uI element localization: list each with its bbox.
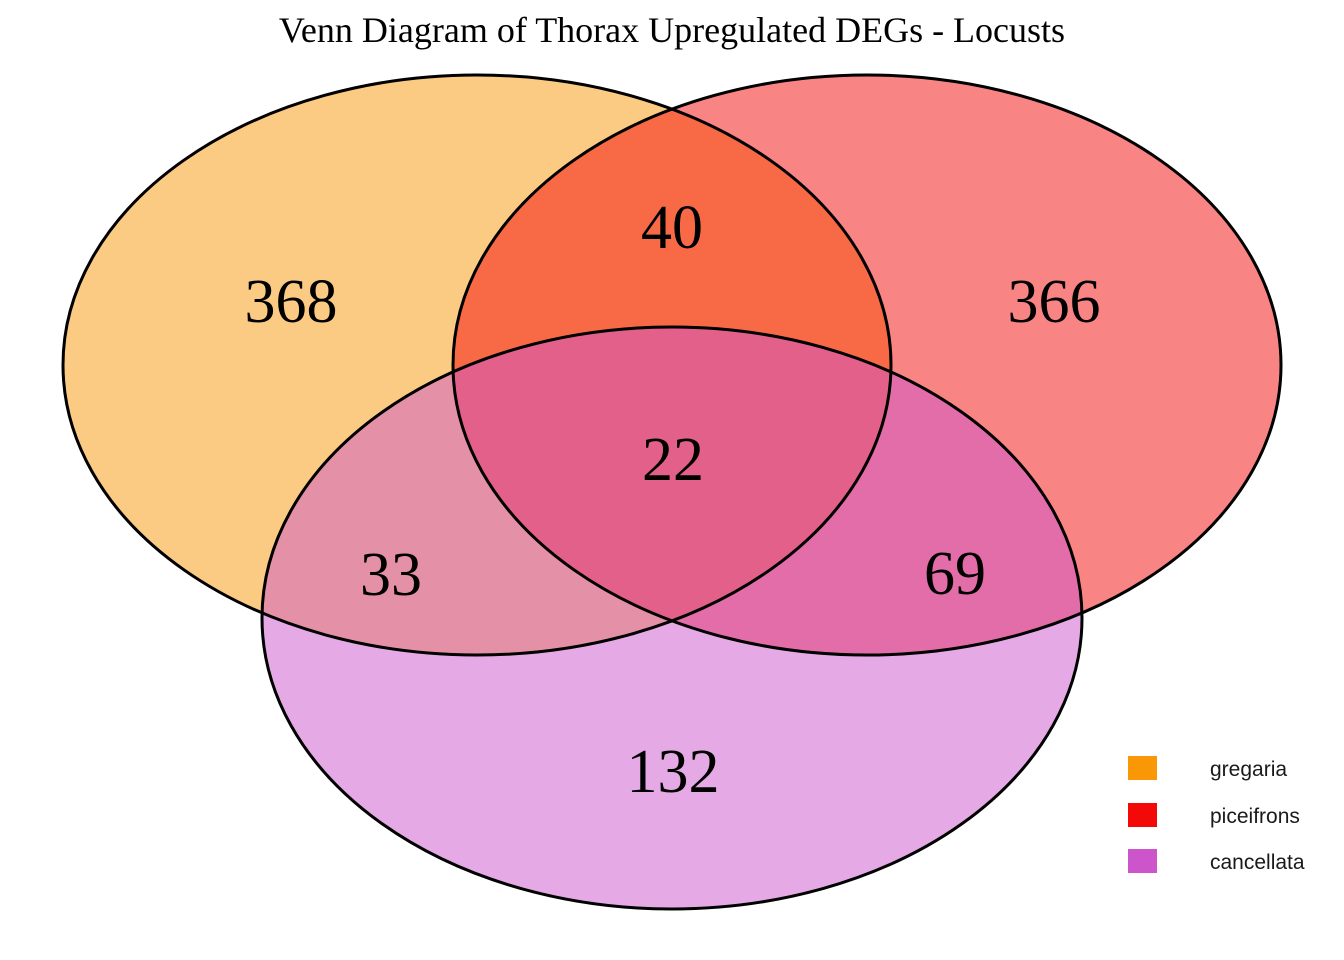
gregaria-ellipse-outline — [61, 73, 893, 657]
legend-label-cancellata: cancellata — [1210, 851, 1305, 874]
legend-swatch-piceifrons — [1128, 803, 1157, 827]
chart-title: Venn Diagram of Thorax Upregulated DEGs … — [279, 10, 1065, 50]
set-outlines — [61, 73, 1283, 911]
count-piceifrons-only: 366 — [1008, 268, 1101, 336]
set-fills — [63, 75, 1281, 909]
legend: gregaria piceifrons cancellata — [1128, 756, 1305, 874]
count-all-three: 22 — [642, 426, 704, 494]
count-gregaria-piceifrons: 40 — [641, 194, 703, 262]
count-gregaria-cancellata: 33 — [360, 541, 422, 609]
piceifrons-ellipse-outline — [451, 73, 1283, 657]
count-cancellata-only: 132 — [627, 738, 720, 806]
legend-label-piceifrons: piceifrons — [1210, 805, 1300, 828]
cancellata-ellipse-fill — [262, 327, 1082, 909]
legend-item-cancellata: cancellata — [1128, 849, 1305, 874]
legend-item-gregaria: gregaria — [1128, 756, 1287, 781]
legend-swatch-cancellata — [1128, 849, 1157, 873]
legend-swatch-gregaria — [1128, 756, 1157, 780]
count-gregaria-only: 368 — [245, 268, 338, 336]
region-counts: 368 366 40 22 33 69 132 — [245, 194, 1101, 806]
legend-label-gregaria: gregaria — [1210, 758, 1287, 781]
legend-item-piceifrons: piceifrons — [1128, 803, 1300, 828]
cancellata-ellipse-outline — [260, 325, 1084, 911]
count-piceifrons-cancellata: 69 — [924, 540, 986, 608]
